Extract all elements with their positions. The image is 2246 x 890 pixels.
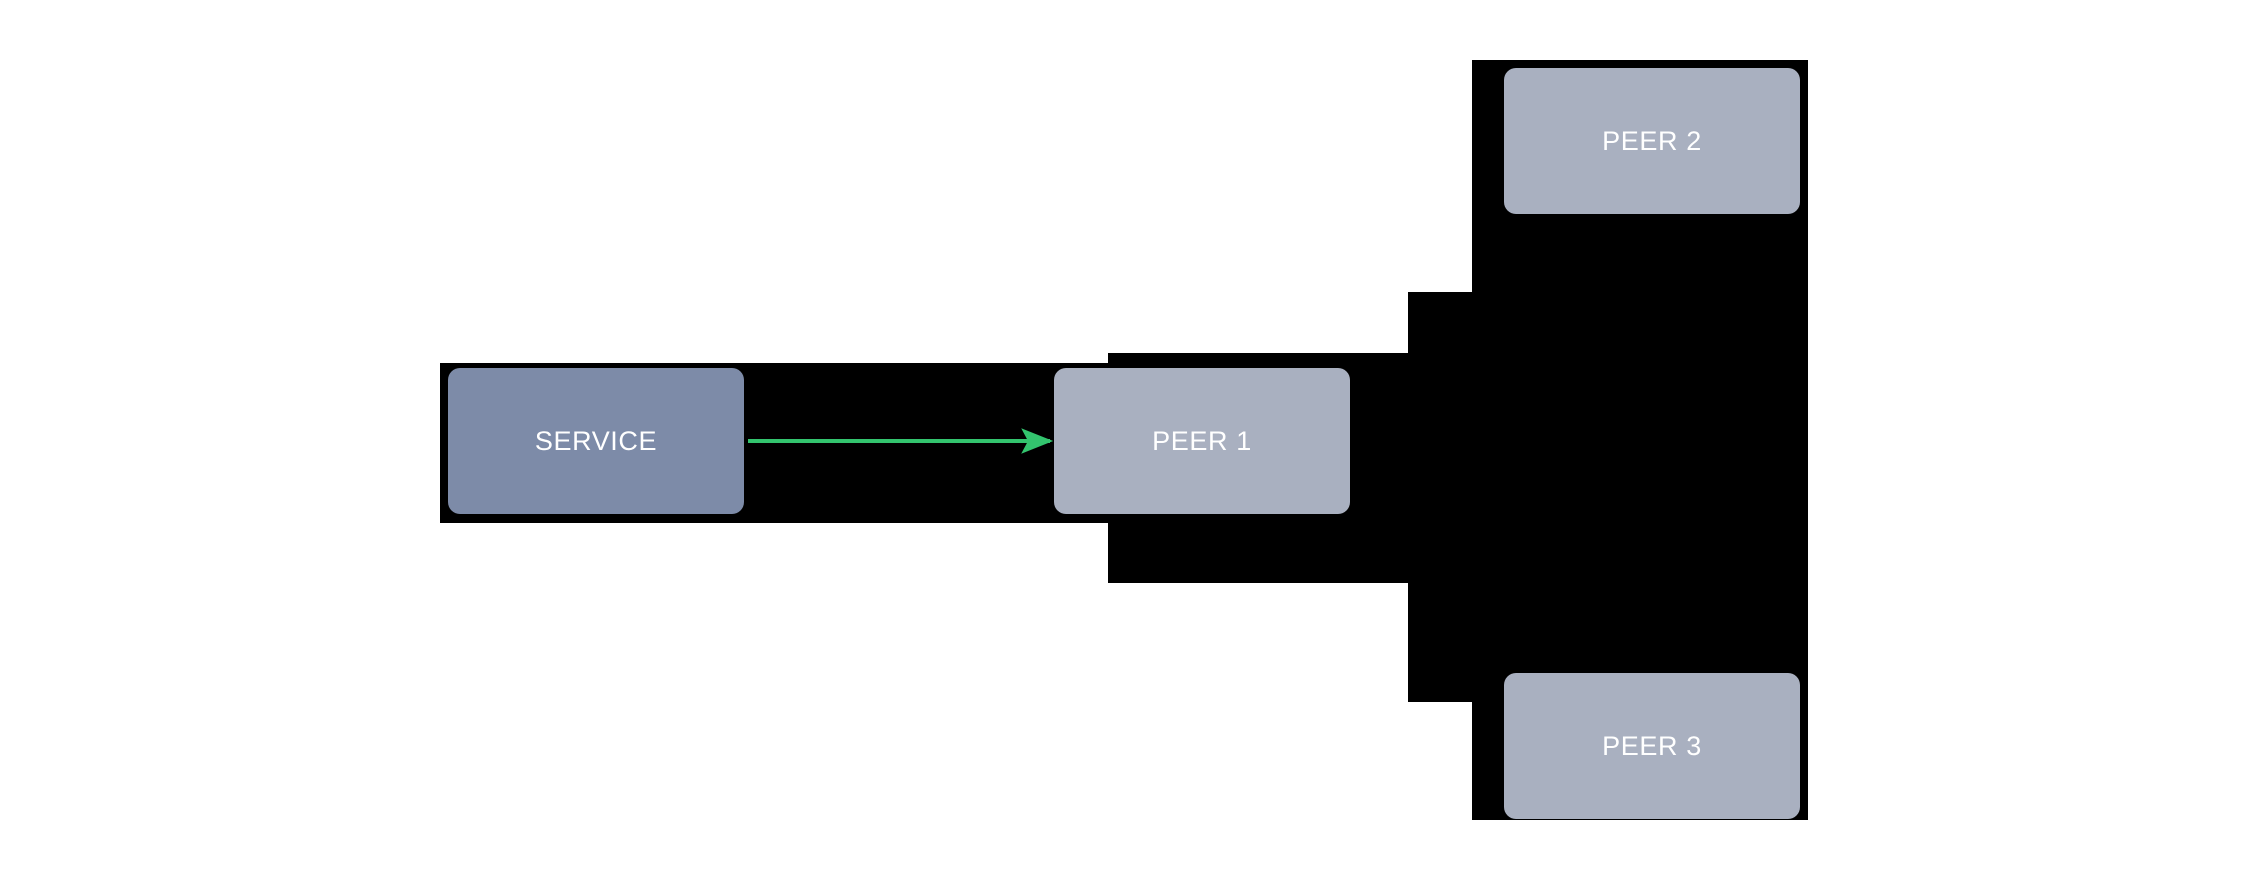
node-peer-3-label: PEER 3	[1602, 730, 1702, 761]
node-service[interactable]: SERVICE	[448, 368, 744, 514]
band-link-row	[744, 363, 1064, 523]
node-service-label: SERVICE	[534, 425, 658, 456]
node-peer-2[interactable]: PEER 2	[1504, 68, 1800, 214]
node-peer-3[interactable]: PEER 3	[1504, 673, 1800, 819]
band-lower-stem	[1108, 513, 1408, 583]
node-peer-2-label: PEER 2	[1602, 125, 1702, 156]
node-peer-1-label: PEER 1	[1152, 425, 1252, 456]
node-peer-1[interactable]: PEER 1	[1054, 368, 1350, 514]
